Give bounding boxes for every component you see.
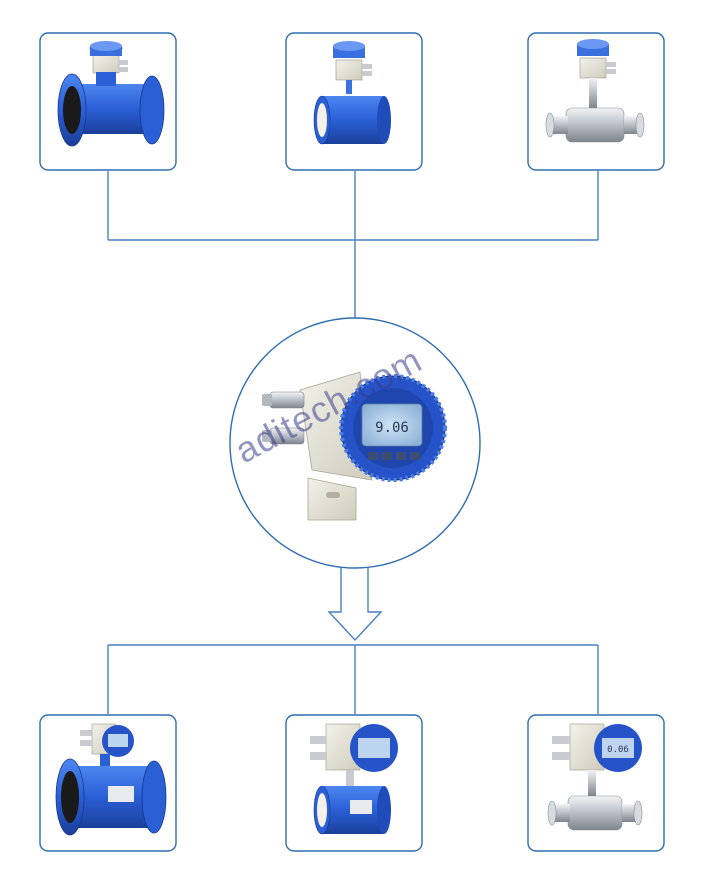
sanitary-clamp-flowmeter-sensor-icon — [545, 39, 645, 143]
down-arrow-icon — [327, 565, 383, 642]
flanged-flowmeter-with-converter-icon — [55, 723, 167, 836]
converter-display-readout: 9.06 — [375, 420, 409, 436]
product-box-bottom-left[interactable] — [39, 714, 177, 852]
product-box-top-center[interactable] — [285, 32, 423, 171]
flanged-flowmeter-sensor-icon — [57, 41, 165, 147]
product-box-top-left[interactable] — [39, 32, 177, 171]
sanitary-flowmeter-with-converter-icon: 0.06 — [547, 723, 643, 831]
wafer-flowmeter-with-converter-icon — [310, 723, 398, 835]
wafer-flowmeter-sensor-icon — [313, 41, 391, 145]
integrated-converter-icon: 9.06 — [262, 371, 447, 521]
converter-circle[interactable]: 9.06 — [229, 317, 481, 569]
top-connector-lines — [107, 171, 599, 318]
product-box-bottom-center[interactable] — [285, 714, 423, 852]
bottom-connector-lines — [107, 644, 599, 714]
product-box-bottom-right[interactable]: 0.06 — [527, 714, 665, 852]
sanitary-display-readout: 0.06 — [607, 745, 629, 755]
product-box-top-right[interactable] — [527, 32, 665, 171]
